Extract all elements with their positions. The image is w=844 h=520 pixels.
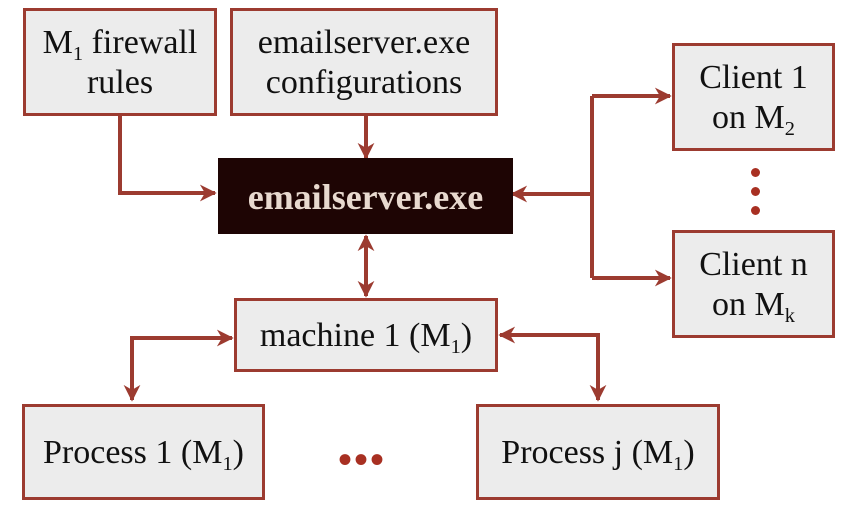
client-n-node: Client n on Mk <box>672 230 835 338</box>
edge-machine-processj <box>498 326 607 402</box>
emailserver-node: emailserver.exe <box>218 158 513 234</box>
configurations-node: emailserver.exe configurations <box>230 8 498 116</box>
client-1-node: Client 1 on M2 <box>672 43 835 151</box>
edge-machine-process1 <box>123 329 234 402</box>
vertical-ellipsis <box>742 160 770 220</box>
horizontal-ellipsis: ••• <box>337 437 386 482</box>
firewall-rules-node: M1 firewall rules <box>23 8 217 116</box>
edge-firewall-to-server <box>118 115 217 202</box>
machine-1-node: machine 1 (M1) <box>234 298 498 372</box>
process-j-node: Process j (M1) <box>476 404 720 500</box>
process-1-node: Process 1 (M1) <box>22 404 265 500</box>
